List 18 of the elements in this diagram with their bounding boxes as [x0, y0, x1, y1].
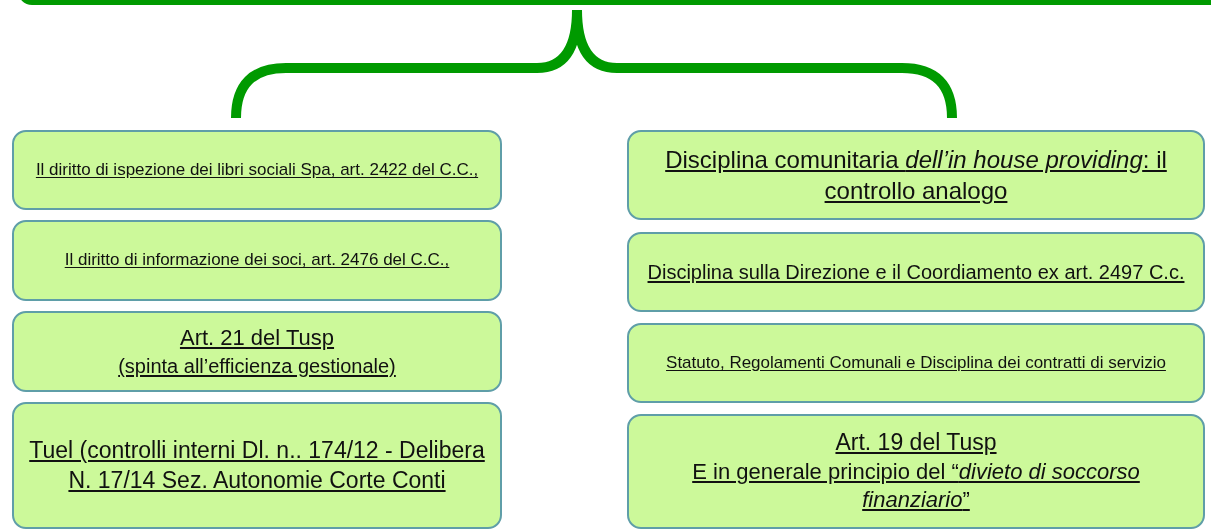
box-text: Art. 21 del Tusp — [179, 324, 335, 353]
text-box — [627, 130, 1205, 220]
text-box — [627, 232, 1205, 312]
box-text: Il diritto di ispezione dei libri sociali Spa, art. 2422 del C.C., — [35, 158, 479, 181]
box-text: Disciplina sulla Direzione e il Coordiamento ex art. 2497 C.c. — [647, 260, 1185, 285]
box-text: Disciplina comunitaria dell’in house providing: il controllo analogo — [664, 144, 1168, 206]
text-box — [12, 311, 502, 392]
box-text: E in generale principio del “divieto di soccorso finanziario” — [691, 457, 1141, 515]
text-box — [627, 323, 1205, 403]
box-text: Art. 19 del Tusp — [835, 427, 997, 457]
box-text: (spinta all’efficienza gestionale) — [118, 353, 396, 379]
box-text: Tuel (controlli interni Dl. n.. 174/12 - Delibera N. 17/14 Sez. Autonomie Corte Conti — [28, 435, 486, 495]
text-box — [12, 402, 502, 529]
text-box — [12, 130, 502, 210]
text-box — [627, 414, 1205, 529]
box-text: Statuto, Regolamenti Comunali e Disciplina dei contratti di servizio — [666, 351, 1166, 374]
box-text: Il diritto di informazione dei soci, art. 2476 del C.C., — [64, 249, 450, 272]
text-box — [12, 220, 502, 301]
